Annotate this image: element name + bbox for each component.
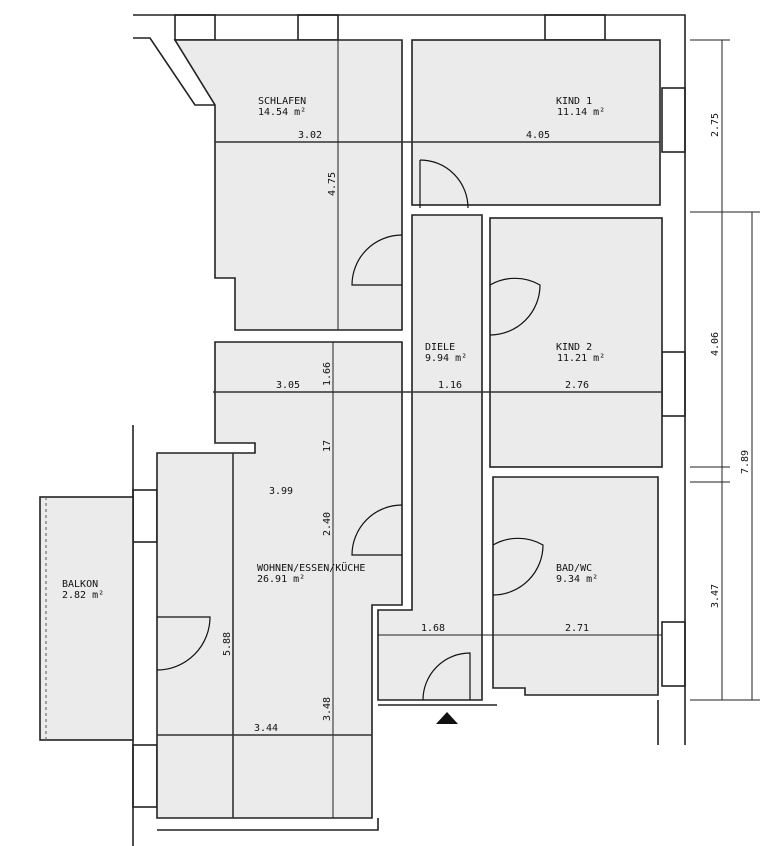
- dim-wohnen-lower: 3.48: [322, 697, 333, 721]
- dim-bad-width: 2.71: [565, 623, 589, 634]
- room-diele: [377, 214, 483, 701]
- label-diele: DIELE: [425, 342, 455, 353]
- room-schlafen: [173, 39, 403, 331]
- doors: [156, 159, 544, 701]
- dim-closet-depth: 1.66: [322, 362, 333, 386]
- dim-schlafen-width: 3.02: [298, 130, 322, 141]
- room-balkon: [39, 496, 134, 741]
- room-wohnen: [156, 341, 403, 819]
- label-wohnen: WOHNEN/ESSEN/KÜCHE: [257, 561, 365, 574]
- dim-right-total: 7.89: [740, 450, 751, 474]
- label-schlafen: SCHLAFEN: [258, 96, 306, 107]
- dim-hall-width: 1.68: [421, 623, 445, 634]
- dim-right-1: 2.75: [710, 113, 721, 137]
- dimension-lines: [157, 39, 760, 818]
- dim-diele-width: 1.16: [438, 380, 462, 391]
- dim-kind2-width: 2.76: [565, 380, 589, 391]
- area-schlafen: 14.54 m²: [258, 107, 306, 118]
- dim-opening: 17: [322, 440, 333, 452]
- label-kind1: KIND 1: [556, 96, 592, 107]
- room-kind1: [411, 39, 661, 206]
- exterior-walls: [132, 14, 686, 846]
- room-kind2: [489, 217, 663, 468]
- area-wohnen: 26.91 m²: [257, 574, 305, 585]
- label-bad: BAD/WC: [556, 563, 592, 574]
- dim-right-3: 3.47: [710, 584, 721, 608]
- room-bad: [492, 476, 659, 696]
- area-kind1: 11.14 m²: [557, 107, 605, 118]
- dim-wohnen-width: 3.44: [254, 723, 278, 734]
- dim-schlafen-depth: 4.75: [327, 172, 338, 196]
- dim-wohnen-label: 3.99: [269, 486, 293, 497]
- dim-wohnen-depth: 5.88: [222, 632, 233, 656]
- entrance-arrow-icon: [436, 712, 458, 724]
- label-balkon: BALKON: [62, 579, 98, 590]
- dim-kind1-width: 4.05: [526, 130, 550, 141]
- area-diele: 9.94 m²: [425, 353, 467, 364]
- dim-closet-width: 3.05: [276, 380, 300, 391]
- area-kind2: 11.21 m²: [557, 353, 605, 364]
- dim-wohnen-upper: 2.40: [322, 512, 333, 536]
- dim-right-2: 4.06: [710, 332, 721, 356]
- label-kind2: KIND 2: [556, 342, 592, 353]
- area-bad: 9.34 m²: [556, 574, 598, 585]
- area-balkon: 2.82 m²: [62, 590, 104, 601]
